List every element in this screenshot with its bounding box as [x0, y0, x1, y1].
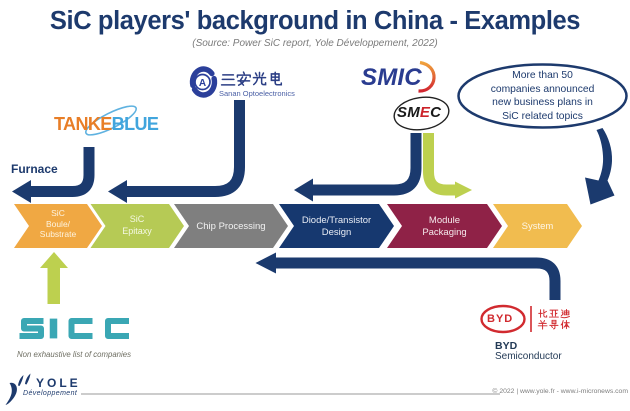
svg-text:A: A: [199, 78, 206, 89]
